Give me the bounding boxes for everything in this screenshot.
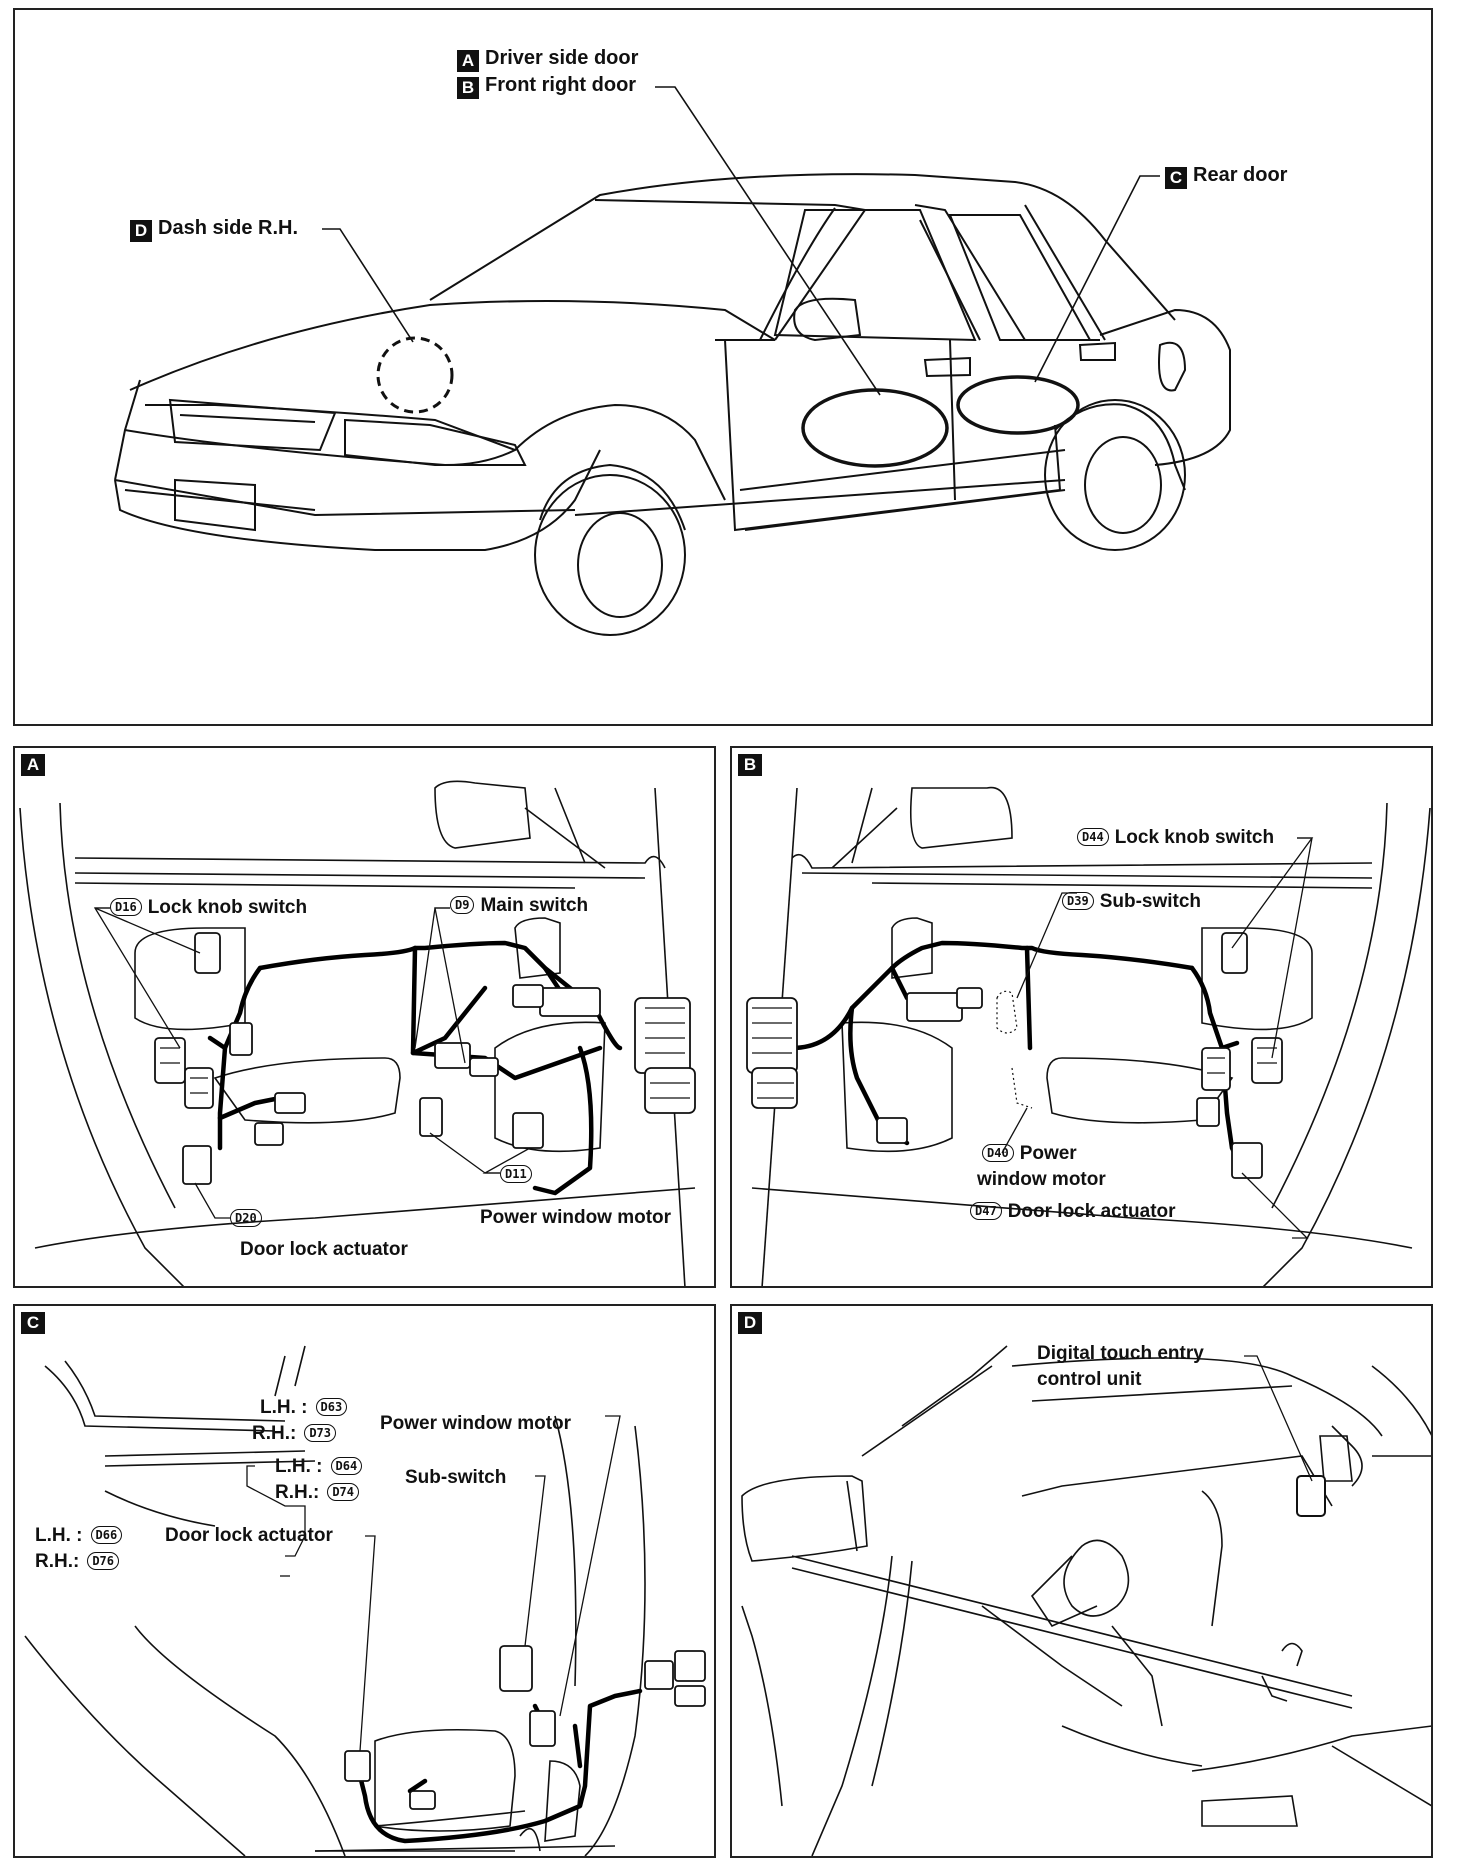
a-main-switch-label: D9 Main switch — [450, 894, 588, 918]
a-connector-d20-label: D20 — [230, 1206, 268, 1230]
c-connector-d63: D63 — [315, 1398, 348, 1416]
panel-d-drawing — [741, 1345, 1431, 1856]
c-rh3-text: R.H.: — [35, 1551, 80, 1572]
a-connector-d16: D16 — [110, 898, 142, 916]
a-power-window-motor-label: Power window motor — [480, 1207, 672, 1228]
panel-c-badge: C — [21, 1312, 45, 1334]
dash-side-rh-text: Dash side R.H. — [158, 217, 299, 239]
c-connector-d73: D73 — [304, 1424, 337, 1442]
badge-a: A — [457, 50, 479, 72]
label-front-right-door: B Front right door — [457, 73, 636, 99]
a-lock-knob-switch-label: D16 Lock knob switch — [110, 896, 307, 920]
c-sub-switch-label: Sub-switch — [405, 1467, 507, 1488]
b-power-window-motor-label-line1: D40 Power — [982, 1142, 1077, 1166]
c-rh-text: R.H.: — [252, 1423, 297, 1444]
c-connector-d76: D76 — [87, 1552, 120, 1570]
badge-b: B — [457, 77, 479, 99]
c-lh3-text: L.H. : — [35, 1525, 83, 1546]
c-lh-d66: L.H. : D66 — [35, 1524, 128, 1548]
a-connector-d9: D9 — [450, 896, 475, 914]
front-right-door-text: Front right door — [485, 74, 637, 96]
c-lh-d63: L.H. : D63 — [260, 1396, 353, 1420]
b-sub-switch-label: D39 Sub-switch — [1062, 890, 1201, 914]
panel-b-badge: B — [738, 754, 762, 776]
c-lh2-text: L.H. : — [275, 1456, 323, 1477]
b-door-lock-actuator-text: Door lock actuator — [1007, 1201, 1176, 1222]
panel-b-front-right-door: B D44 Lock knob switch D39 Sub-switch D40 P… — [730, 746, 1433, 1288]
a-connector-d20: D20 — [230, 1209, 262, 1227]
b-power-window-motor-label-line2: window motor — [977, 1169, 1106, 1190]
a-connector-d11-label: D11 — [500, 1162, 538, 1186]
c-connector-d66: D66 — [90, 1526, 123, 1544]
panel-b-drawing — [746, 786, 1431, 1286]
overview-panel: A Driver side door B Front right door C Rea… — [13, 8, 1433, 726]
panel-a-badge: A — [21, 754, 45, 776]
panel-c-drawing — [24, 1345, 706, 1856]
c-rh-d74: R.H.: D74 — [275, 1481, 365, 1505]
c-connector-d64: D64 — [330, 1457, 363, 1475]
badge-d: D — [130, 220, 152, 242]
a-connector-d11: D11 — [500, 1165, 532, 1183]
a-door-lock-actuator-label: Door lock actuator — [240, 1239, 408, 1260]
c-lh-text: L.H. : — [260, 1397, 308, 1418]
c-rh2-text: R.H.: — [275, 1482, 320, 1503]
d-digital-touch-label-line1: Digital touch entry — [1037, 1343, 1204, 1364]
b-sub-switch-text: Sub-switch — [1099, 891, 1202, 912]
car-overview-drawing — [114, 86, 1231, 636]
b-lock-knob-switch-text: Lock knob switch — [1114, 827, 1275, 848]
b-power-text: Power — [1019, 1143, 1077, 1164]
b-lock-knob-switch-label: D44 Lock knob switch — [1077, 826, 1274, 850]
rear-door-text: Rear door — [1193, 164, 1288, 186]
label-dash-side-rh: D Dash side R.H. — [130, 216, 298, 242]
c-door-lock-actuator-label: Door lock actuator — [165, 1525, 333, 1546]
label-rear-door: C Rear door — [1165, 163, 1287, 189]
c-lh-d64: L.H. : D64 — [275, 1455, 368, 1479]
a-main-switch-text: Main switch — [480, 895, 589, 916]
a-lock-knob-switch-text: Lock knob switch — [147, 897, 308, 918]
panel-c-rear-door: C L.H. :D63 R.H.:D73 Power window motor … — [13, 1304, 716, 1858]
b-connector-d44: D44 — [1077, 828, 1109, 846]
panel-d-dash-side: D Digital touch entry control unit — [730, 1304, 1433, 1858]
b-connector-d47: D47 — [970, 1202, 1002, 1220]
panel-a-drawing — [19, 780, 696, 1286]
c-rh-d76: R.H.: D76 — [35, 1550, 125, 1574]
c-power-window-motor-label: Power window motor — [380, 1413, 572, 1434]
b-connector-d39: D39 — [1062, 892, 1094, 910]
c-connector-d74: D74 — [327, 1483, 360, 1501]
c-rh-d73: R.H.: D73 — [252, 1422, 342, 1446]
b-connector-d40: D40 — [982, 1144, 1014, 1162]
panel-d-badge: D — [738, 1312, 762, 1334]
badge-c: C — [1165, 167, 1187, 189]
d-digital-touch-label-line2: control unit — [1037, 1369, 1142, 1390]
driver-side-door-text: Driver side door — [485, 47, 639, 69]
label-driver-side-door: A Driver side door — [457, 46, 638, 72]
b-door-lock-actuator-label: D47 Door lock actuator — [970, 1200, 1176, 1224]
